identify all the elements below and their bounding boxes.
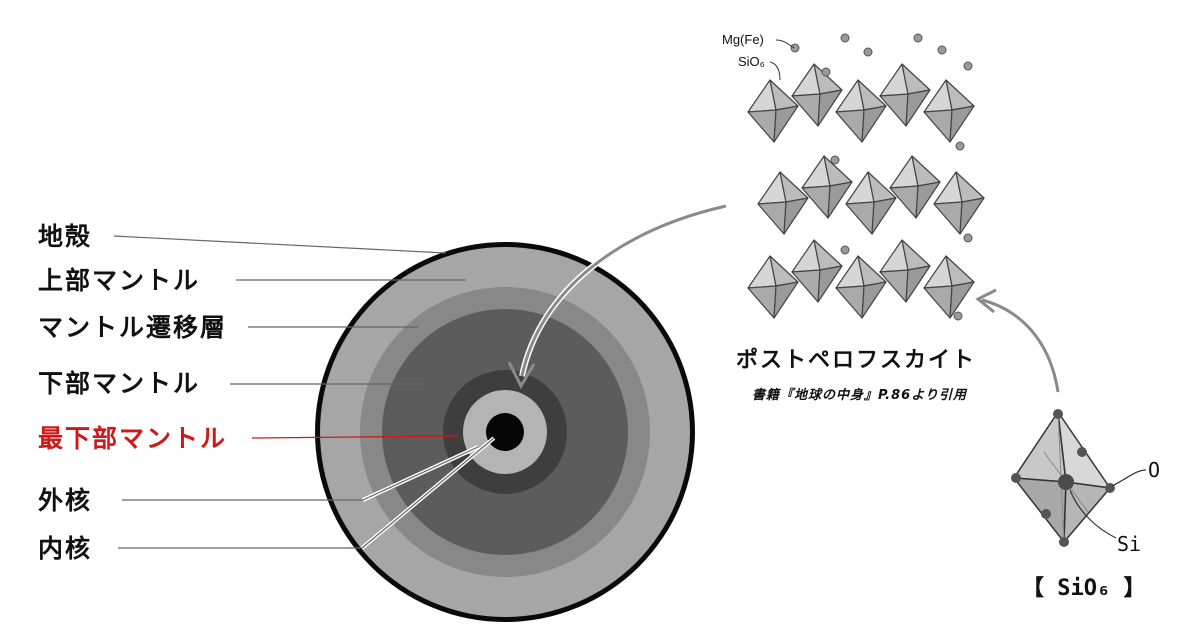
mg-atom — [963, 61, 973, 71]
leader-mg — [775, 39, 795, 49]
octahedron-face-d — [959, 197, 985, 235]
mg-atom — [830, 155, 840, 165]
post-perovskite-crystal — [747, 33, 985, 321]
octahedron-face-c — [747, 285, 777, 319]
sio6-caption: 【 SiO₆ 】 — [1022, 576, 1146, 601]
mg-atom — [953, 311, 963, 321]
leader-inner-core-diag-inner — [361, 437, 495, 549]
octahedron-face-c — [923, 285, 953, 319]
octahedron-face-d — [861, 281, 887, 319]
octahedron-face-c — [747, 109, 777, 143]
leader-si — [1069, 489, 1117, 539]
atom-o-top — [1053, 409, 1063, 419]
octahedron-face-d — [949, 105, 975, 143]
octa-face-bl — [1012, 477, 1067, 545]
label-inner-core: 内核 — [38, 534, 93, 563]
label-transition-zone: マントル遷移層 — [38, 313, 228, 342]
mg-atom — [790, 43, 800, 53]
octahedron-face-c — [835, 109, 865, 143]
label-lowermost-mantle: 最下部マントル — [38, 424, 228, 453]
octahedron-face-d — [861, 105, 887, 143]
octahedron-face-c — [791, 93, 821, 127]
octahedron-face-c — [889, 185, 919, 219]
mg-atom — [840, 245, 850, 255]
octahedron-face-d — [783, 197, 809, 235]
label-oxygen: O — [1148, 458, 1161, 482]
octahedron-face-c — [923, 109, 953, 143]
atom-si-center — [1058, 474, 1074, 490]
octahedron-face-d — [773, 105, 799, 143]
octahedron-face-c — [933, 201, 963, 235]
octahedron-face-d — [827, 181, 853, 219]
octahedron-face-c — [879, 269, 909, 303]
octahedron-face-c — [791, 269, 821, 303]
octahedron-face-c — [835, 285, 865, 319]
arrowhead-to-mantle — [507, 361, 536, 390]
arrowhead-to-crystal — [975, 288, 997, 314]
label-lower-mantle: 下部マントル — [38, 369, 201, 398]
leader-o — [1111, 469, 1147, 487]
crystal-label-mg: Mg(Fe) — [722, 32, 764, 47]
octahedron-face-d — [871, 197, 897, 235]
leader-outer-core-diag-inner — [362, 446, 479, 501]
mg-atom — [840, 33, 850, 43]
mg-atom — [863, 47, 873, 57]
leader-lines — [113, 235, 496, 550]
atom-o-bottom — [1059, 537, 1069, 547]
arrow-to-crystal — [975, 288, 1060, 393]
mg-atom — [913, 33, 923, 43]
octahedron-face-d — [915, 181, 941, 219]
octahedron-face-c — [879, 93, 909, 127]
octahedron-face-c — [757, 201, 787, 235]
octahedron-face-d — [905, 89, 931, 127]
post-perovskite-title: ポストペロフスカイト — [736, 348, 977, 373]
label-crust: 地殻 — [38, 222, 93, 251]
mg-atom — [963, 233, 973, 243]
octahedron-face-d — [773, 281, 799, 319]
atom-o-back — [1077, 447, 1087, 457]
arrow-to-lowermost-mantle — [507, 203, 727, 390]
leader-lowermost-mantle — [251, 435, 459, 439]
atom-o-left — [1011, 473, 1021, 483]
mg-atom — [821, 67, 831, 77]
octahedron-face-d — [817, 89, 843, 127]
mg-atom — [955, 141, 965, 151]
octahedron-face-c — [801, 185, 831, 219]
crystal-label-sio: SiO₆ — [738, 54, 765, 69]
atom-o-front — [1041, 509, 1051, 519]
mg-atom — [937, 45, 947, 55]
label-outer-core: 外核 — [38, 486, 93, 515]
sio6-octahedron — [1011, 409, 1147, 547]
atom-o-right — [1105, 483, 1115, 493]
leader-crust — [113, 235, 447, 254]
octa-face-br — [1063, 481, 1112, 545]
layer-inner-core — [486, 413, 524, 451]
label-upper-mantle: 上部マントル — [38, 266, 201, 295]
citation-text: 書籍『地球の中身』P.86より引用 — [752, 388, 967, 403]
octahedron-face-c — [845, 201, 875, 235]
octahedron-face-d — [949, 281, 975, 319]
label-silicon: Si — [1117, 532, 1142, 556]
octahedron-face-d — [817, 265, 843, 303]
earth-cross-section — [315, 242, 695, 622]
octahedron-face-d — [905, 265, 931, 303]
leader-sio — [769, 61, 781, 81]
